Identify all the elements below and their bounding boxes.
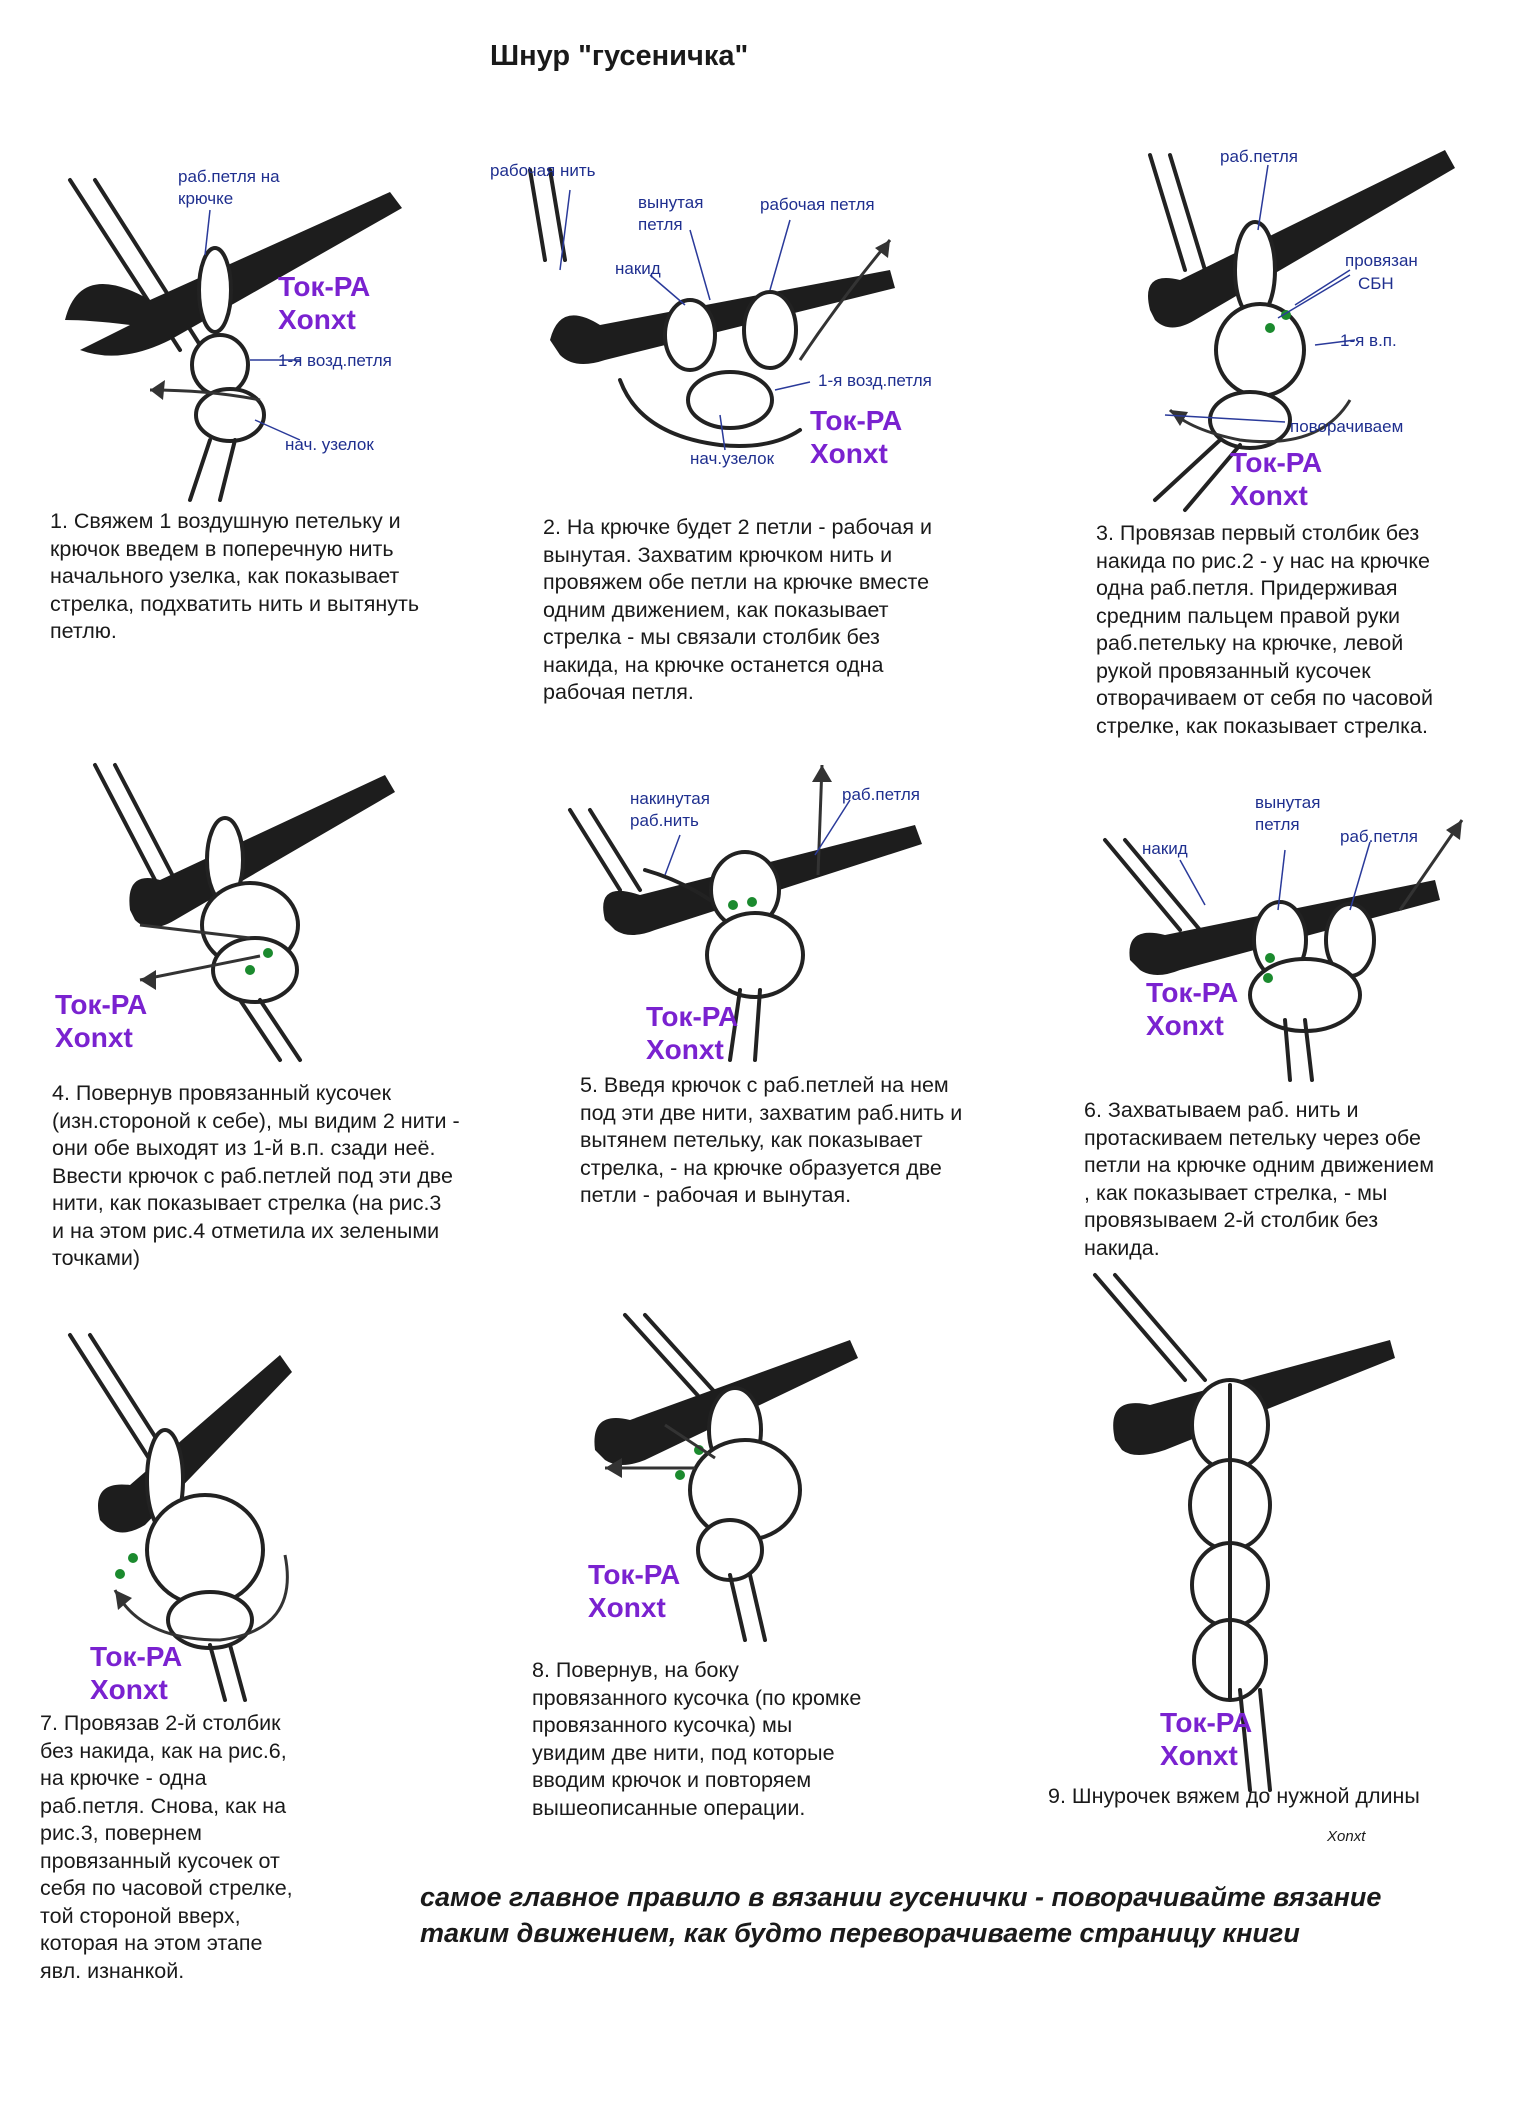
- label-worked: провязан: [1345, 251, 1418, 270]
- label-yarn-over: накид: [1142, 839, 1188, 858]
- step-1-illustration: [65, 178, 402, 502]
- label-first-chain: 1-я возд.петля: [278, 351, 392, 370]
- label-pulled: вынутая: [1255, 793, 1321, 812]
- label-yarn-over: накид: [615, 259, 661, 278]
- step-4-caption: 4. Повернув провязанный кусочек(изн.стор…: [52, 1081, 460, 1271]
- label-first-chain: 1-я в.п.: [1340, 331, 1397, 350]
- step-5-illustration: [568, 764, 922, 1062]
- label-start-knot: нач.узелок: [690, 449, 775, 468]
- step-2-figure: рабочая нить вынутая петля рабочая петля…: [490, 150, 960, 480]
- step-4-illustration: [93, 763, 395, 1062]
- label-start-knot: нач. узелок: [285, 435, 374, 454]
- step-3-illustration: [1148, 150, 1455, 512]
- label-loop: петля: [638, 215, 683, 234]
- label-on-hook: крючке: [178, 189, 234, 208]
- step-9-caption: 9. Шнурочек вяжем до нужной длины: [1048, 1784, 1420, 1808]
- label-working-loop: раб.петля: [842, 785, 921, 804]
- step-6-illustration: [1103, 819, 1464, 1082]
- main-rule: самое главное правило в вязании гусеничк…: [420, 1882, 1382, 1948]
- label-loop: петля: [1255, 815, 1300, 834]
- label-working-loop: раб.петля на: [178, 167, 280, 186]
- step-3-figure: раб.петля провязан СБН 1-я в.п. поворачи…: [1100, 140, 1500, 520]
- label-working-loop: рабочая петля: [760, 195, 875, 214]
- step-2-illustration: [528, 168, 895, 451]
- label-working-loop: раб.петля: [1220, 147, 1299, 166]
- step-1-figure: раб.петля на крючке 1-я возд.петля нач. …: [60, 150, 460, 502]
- author-signature: Xonxt: [1327, 1828, 1366, 1845]
- page-title: Шнур "гусеничка": [490, 40, 749, 72]
- step-8-illustration: [594, 1313, 858, 1642]
- step-9-illustration: [1093, 1273, 1395, 1792]
- label-first-chain: 1-я возд.петля: [818, 371, 932, 390]
- label-working-yarn: раб.нить: [630, 811, 699, 830]
- label-working-loop: раб.петля: [1340, 827, 1419, 846]
- label-working-yarn: рабочая нить: [490, 161, 596, 180]
- label-thrown-yarn: накинутая: [630, 789, 710, 808]
- step-7-illustration: [68, 1333, 292, 1702]
- label-turning: поворачиваем: [1290, 417, 1404, 436]
- label-pulled: вынутая: [638, 193, 704, 212]
- label-sc: СБН: [1358, 274, 1394, 293]
